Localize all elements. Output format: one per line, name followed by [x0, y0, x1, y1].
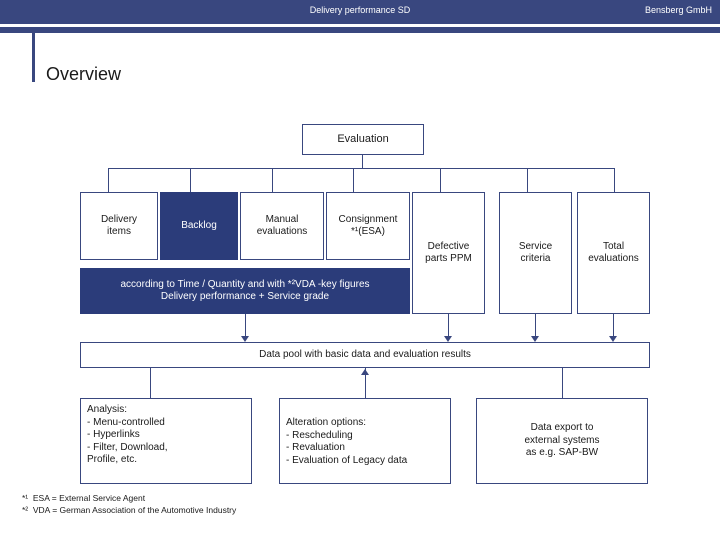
node-evaluation[interactable]: Evaluation: [302, 124, 424, 155]
connector-pool-to-alteration: [365, 368, 366, 398]
node-consignment[interactable]: Consignment *¹(ESA): [326, 192, 410, 260]
header-title: Delivery performance SD: [309, 5, 411, 15]
arrow-alteration-to-pool: [361, 369, 369, 375]
node-manual-evaluations[interactable]: Manual evaluations: [240, 192, 324, 260]
connector-drop-2: [190, 168, 191, 192]
connector-service-to-pool: [535, 314, 536, 338]
page-title: Overview: [46, 64, 122, 84]
connector-root-stem: [362, 155, 363, 168]
arrow-total-to-pool: [609, 336, 617, 342]
connector-drop-3: [272, 168, 273, 192]
node-service-criteria[interactable]: Service criteria: [499, 192, 572, 314]
footnote-2: *² VDA = German Association of the Autom…: [22, 505, 237, 516]
node-data-export[interactable]: Data export to external systems as e.g. …: [476, 398, 648, 484]
connector-total-to-pool: [613, 314, 614, 338]
node-total-evaluations[interactable]: Total evaluations: [577, 192, 650, 314]
header-bar: [0, 0, 720, 24]
header-divider: [0, 24, 720, 27]
connector-pool-to-export: [562, 368, 563, 398]
connector-pool-to-analysis: [150, 368, 151, 398]
arrow-ppm-to-pool: [444, 336, 452, 342]
header-company: Bensberg GmbH: [644, 5, 712, 15]
connector-drop-1: [108, 168, 109, 192]
connector-drop-5: [440, 168, 441, 192]
header-accent-bar: [0, 27, 720, 33]
arrow-criteria-to-pool: [241, 336, 249, 342]
title-accent-rule: [32, 27, 35, 82]
connector-ppm-to-pool: [448, 314, 449, 338]
arrow-service-to-pool: [531, 336, 539, 342]
node-data-pool[interactable]: Data pool with basic data and evaluation…: [80, 342, 650, 368]
connector-bus: [108, 168, 614, 169]
node-criteria-band[interactable]: according to Time / Quantity and with *²…: [80, 268, 410, 314]
connector-criteria-to-pool: [245, 314, 246, 338]
footnotes: *¹ ESA = External Service Agent *² VDA =…: [22, 492, 236, 517]
node-delivery-items[interactable]: Delivery items: [80, 192, 158, 260]
node-defective-parts-ppm[interactable]: Defective parts PPM: [412, 192, 485, 314]
connector-drop-6: [527, 168, 528, 192]
node-backlog[interactable]: Backlog: [160, 192, 238, 260]
footnote-1: *¹ ESA = External Service Agent: [22, 493, 146, 503]
node-analysis[interactable]: Analysis: - Menu-controlled - Hyperlinks…: [80, 398, 252, 484]
node-alteration-options[interactable]: Alteration options: - Rescheduling - Rev…: [279, 398, 451, 484]
connector-drop-7: [614, 168, 615, 192]
connector-drop-4: [353, 168, 354, 192]
